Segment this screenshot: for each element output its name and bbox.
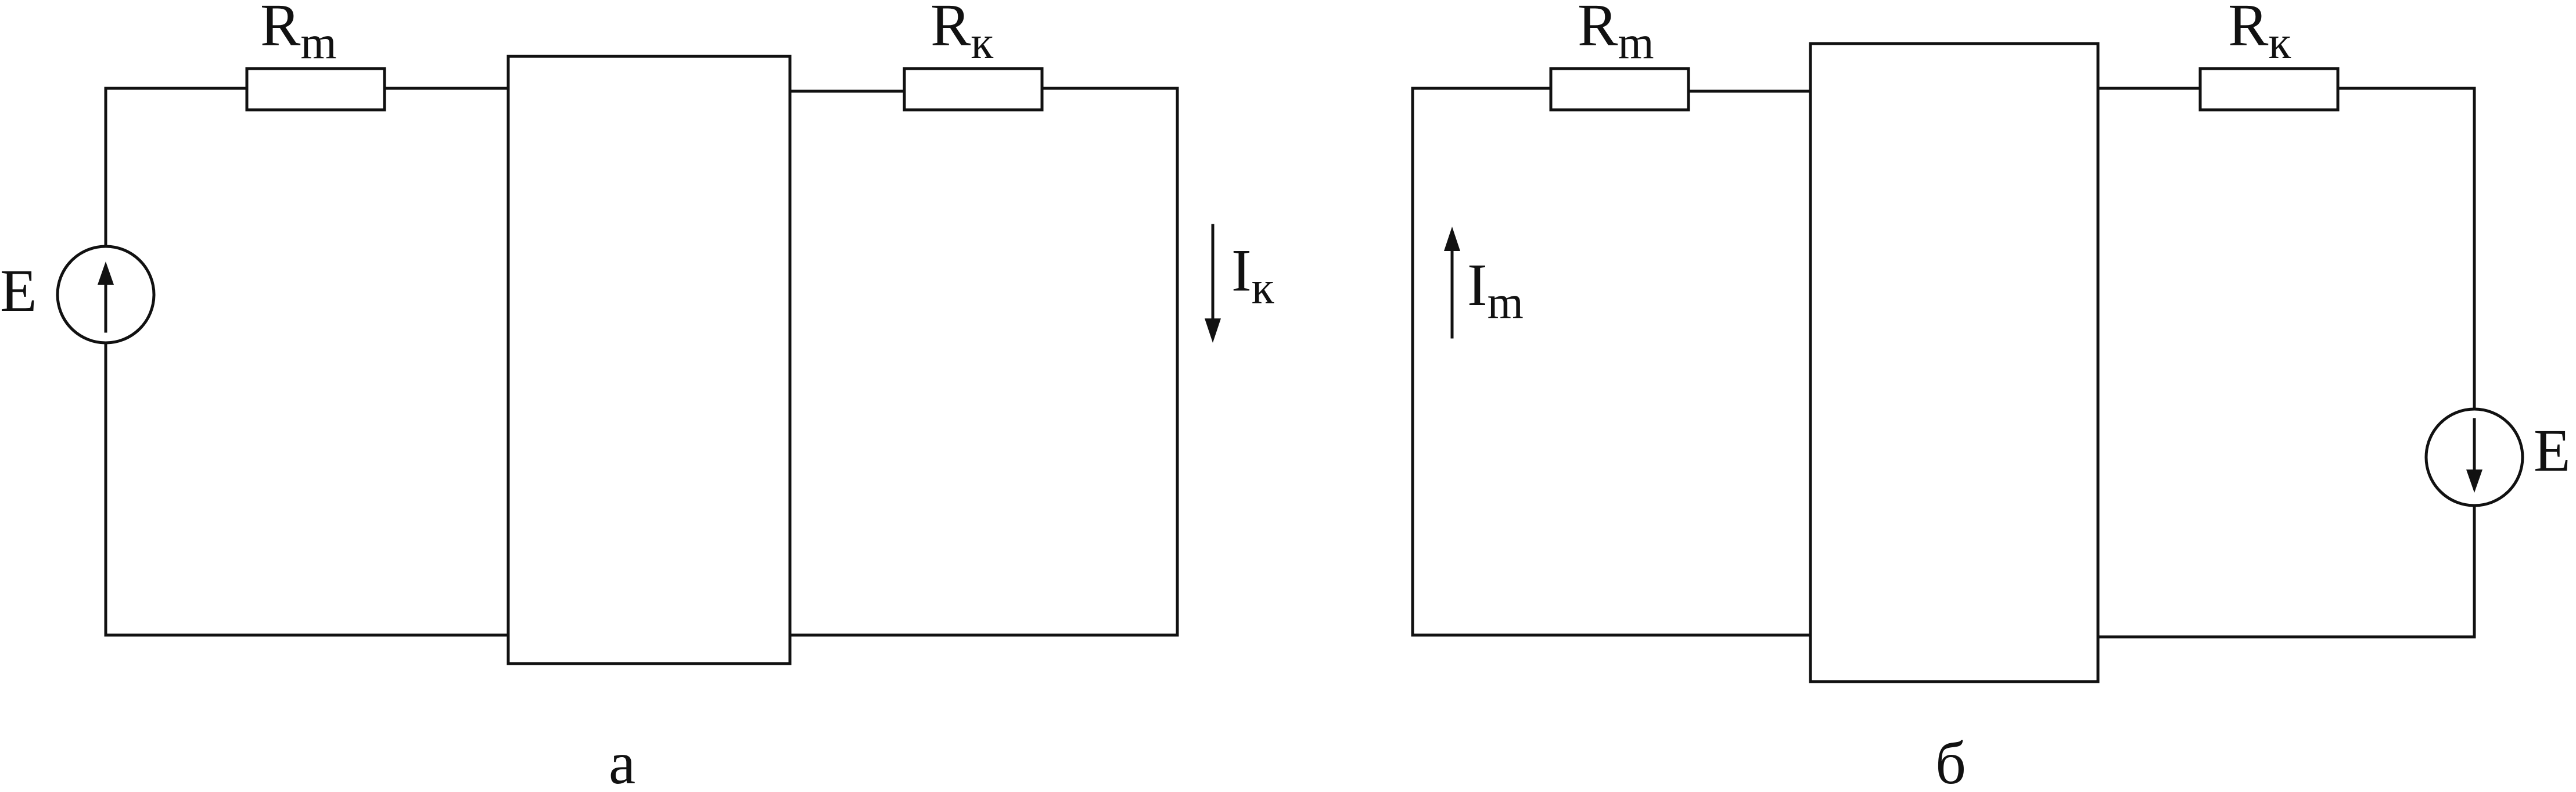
circuit-a-label-ik: Iк xyxy=(1231,237,1274,314)
circuit-a-resistor-rm xyxy=(245,67,386,112)
circuit-b-right-wire-loop xyxy=(2336,87,2476,410)
circuit-b-two-port-block xyxy=(1809,42,2100,683)
circuit-a-right-wire-loop xyxy=(788,87,1179,637)
circuit-b-right-wire-bottom xyxy=(2096,504,2476,639)
circuit-a-two-port-block xyxy=(506,55,792,665)
circuit-a-current-arrow xyxy=(1205,224,1221,343)
circuit-b-left-wire-top xyxy=(1411,87,1553,637)
circuit-b-current-arrow xyxy=(1444,227,1460,339)
circuit-b-caption: б xyxy=(1935,730,1966,792)
circuit-b-label-im: Im xyxy=(1467,252,1524,328)
circuit-a-resistor-rk xyxy=(903,67,1044,112)
circuit-a-label-e: E xyxy=(0,257,37,324)
circuit-b-label-e: E xyxy=(2534,417,2571,484)
circuit-a-voltage-source xyxy=(56,245,156,345)
circuit-a-label-rm: Rm xyxy=(260,0,337,69)
circuit-a-caption: а xyxy=(609,730,635,792)
circuit-a-left-wire-bottom xyxy=(104,331,510,637)
circuit-a-left-wire-top xyxy=(104,87,249,257)
circuit-b-resistor-rm xyxy=(1549,67,1690,112)
circuit-b-voltage-source xyxy=(2424,407,2524,507)
circuit-b-resistor-rk xyxy=(2198,67,2340,112)
circuit-a: E Rm Rк Iк а xyxy=(0,0,1274,792)
circuit-b-label-rm: Rm xyxy=(1578,0,1654,69)
circuit-b: Rm Rк Im E б xyxy=(1411,0,2571,792)
circuit-b-label-rk: Rк xyxy=(2228,0,2291,69)
circuit-a-label-rk: Rк xyxy=(930,0,993,69)
